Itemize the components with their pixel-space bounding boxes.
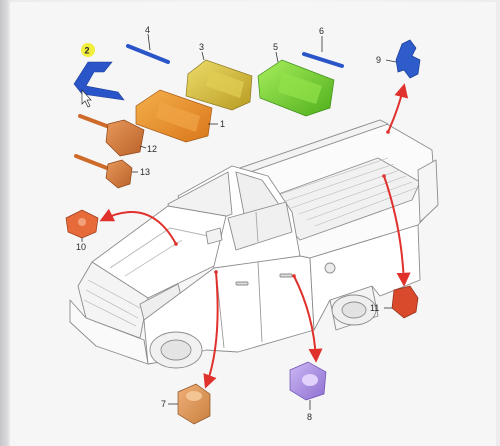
truck-side-window xyxy=(227,201,293,251)
callout-9: 9 xyxy=(376,55,381,65)
callout-12: 12 xyxy=(147,144,157,154)
part-9-lock-actuator-blue xyxy=(385,39,421,79)
part-1-fob-orange xyxy=(135,89,218,143)
part-4-pin-blue xyxy=(126,33,170,64)
truck-tailgate xyxy=(417,159,439,223)
truck-bed-ribs xyxy=(274,157,417,227)
monitor-bezel-edge xyxy=(0,0,8,446)
callout-13: 13 xyxy=(140,167,150,177)
callout-10: 10 xyxy=(76,242,86,252)
part-7-ignition-cylinder xyxy=(168,383,211,425)
part-5-fob-green xyxy=(257,51,335,117)
callout-1: 1 xyxy=(220,119,225,129)
callout-6: 6 xyxy=(319,26,324,36)
arrow-to-part-8 xyxy=(293,275,323,363)
part-3-fob-yellow xyxy=(185,51,253,111)
part-10-lock-cylinder xyxy=(65,209,99,242)
arrow-to-part-11 xyxy=(383,175,411,287)
part-12-key-orange xyxy=(78,114,147,157)
callout-2-highlight xyxy=(81,43,95,57)
part-6-pin-blue xyxy=(302,36,344,68)
callout-7: 7 xyxy=(161,399,166,409)
arrow-to-part-7 xyxy=(203,271,219,389)
truck-side-mirror xyxy=(205,227,223,245)
part-13-key-orange xyxy=(74,154,138,189)
arrow-to-part-10 xyxy=(99,208,177,245)
pickup-truck-illustration xyxy=(69,119,439,369)
callout-5: 5 xyxy=(273,42,278,52)
part-8-door-lock-purple xyxy=(289,361,327,410)
leader-arrows xyxy=(99,83,411,389)
callout-11: 11 xyxy=(370,303,379,313)
callout-4: 4 xyxy=(145,25,150,35)
part-2-key-blade-blue xyxy=(73,61,125,101)
callout-2: 2 xyxy=(85,46,90,56)
callout-8: 8 xyxy=(307,412,312,422)
mouse-cursor-icon xyxy=(81,89,92,108)
leader-anchor-dots xyxy=(174,130,390,278)
callout-3: 3 xyxy=(199,42,204,52)
arrow-to-part-9 xyxy=(387,83,409,133)
